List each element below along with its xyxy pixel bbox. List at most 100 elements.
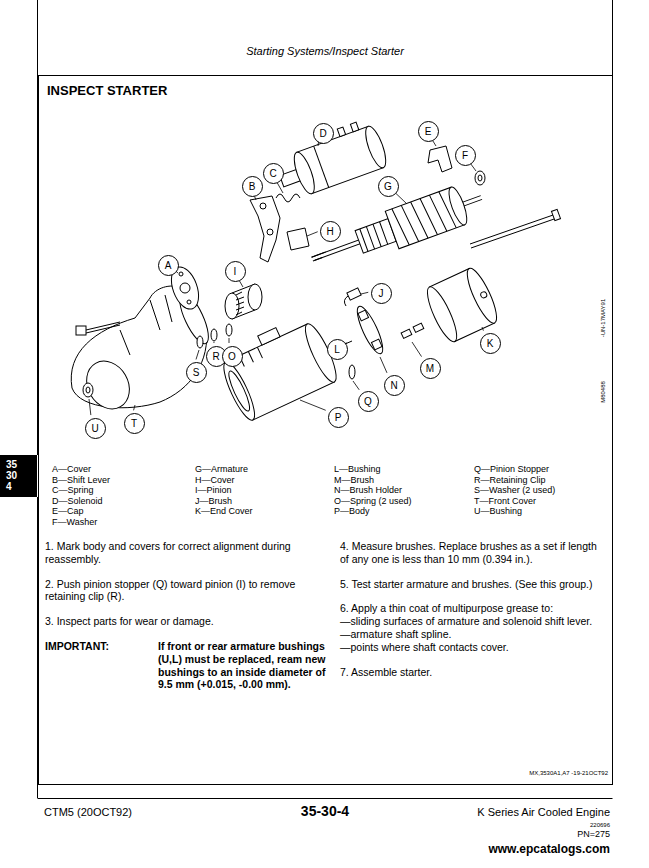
end-cover — [462, 265, 502, 326]
section-tab: 35 30 4 — [0, 455, 37, 497]
lever-cover — [287, 228, 309, 250]
callout-text: M — [421, 359, 440, 378]
pinion-stopper — [349, 365, 355, 379]
brush-holder — [353, 303, 388, 356]
footer-text: 220696 — [510, 822, 610, 829]
brush-holder — [358, 310, 369, 321]
spring — [276, 194, 300, 202]
bushing — [86, 387, 90, 393]
through-bolt — [470, 214, 556, 244]
leader-line — [196, 350, 199, 359]
figure-code: M80488 — [600, 381, 606, 403]
part-legend-item: R—Retaining Clip — [474, 475, 610, 486]
leader-line — [89, 399, 91, 415]
brush — [344, 296, 348, 306]
body — [214, 312, 341, 424]
footer-text: CTM5 (20OCT92) — [44, 806, 244, 819]
part-legend-item: S—Washer (2 used) — [474, 485, 610, 496]
terminal-cap — [428, 146, 452, 172]
part-legend-item: P—Body — [334, 506, 470, 517]
terminal-cap — [428, 146, 452, 172]
armature — [392, 190, 456, 246]
part-legend-item: G—Armature — [195, 464, 331, 475]
shift-lever — [260, 203, 266, 209]
shift-lever — [250, 196, 280, 262]
solenoid — [350, 122, 358, 132]
pinion — [225, 284, 262, 319]
callout-text: C — [264, 164, 283, 183]
leader-line — [380, 357, 387, 373]
callout-text: H — [321, 222, 340, 241]
callout-text: T — [125, 414, 144, 433]
callout-text: A — [159, 256, 178, 275]
callout-letter: G — [378, 176, 399, 197]
washer — [478, 175, 482, 181]
important-note: If front or rear armature bushings (U,L)… — [158, 640, 326, 691]
part-legend-item: O—Spring (2 used) — [334, 496, 470, 507]
end-cover — [480, 291, 488, 299]
part-legend-item: C—Spring — [52, 485, 188, 496]
callout-text: D — [314, 124, 333, 143]
callout-letter: I — [225, 261, 246, 282]
part-legend-item: F—Washer — [52, 517, 188, 528]
instruction-step: 4. Measure brushes. Replace brushes as a… — [340, 540, 608, 566]
instruction-step: 7. Assemble starter. — [340, 666, 608, 679]
bolt — [86, 325, 120, 333]
leader-line — [412, 342, 422, 357]
brush-holder — [371, 339, 382, 350]
page-rule — [38, 0, 613, 799]
callout-text: E — [419, 122, 438, 141]
armature — [305, 179, 488, 278]
washer — [475, 171, 485, 185]
through-bolt — [471, 218, 557, 248]
callout-text: F — [456, 146, 475, 165]
solenoid — [362, 124, 390, 170]
washer — [211, 329, 217, 341]
running-header: Starting Systems/Inspect Starter — [180, 45, 470, 58]
callout-letter: J — [371, 283, 392, 304]
document-code: MX,3530A1,A7 -19-21OCT92 — [460, 770, 608, 777]
shift-lever — [267, 229, 273, 235]
pinion — [248, 284, 262, 310]
part-legend-item: M—Brush — [334, 475, 470, 486]
callout-text: P — [329, 408, 348, 427]
cover-plate — [179, 272, 183, 276]
callout-text: G — [379, 177, 398, 196]
figure-heading: INSPECT STARTER — [47, 83, 604, 98]
leader-line — [134, 405, 135, 410]
front-cover — [78, 353, 138, 416]
instruction-step: —points where shaft contacts cover. — [340, 641, 608, 654]
leader-line — [482, 327, 483, 331]
callout-text: Q — [359, 392, 378, 411]
part-legend-item: N—Brush Holder — [334, 485, 470, 496]
part-legend-item: A—Cover — [52, 464, 188, 475]
callout-letter: B — [242, 176, 263, 197]
instruction-step: 6. Apply a thin coat of multipurpose gre… — [340, 602, 608, 615]
brush — [401, 329, 412, 338]
part-legend-item: Q—Pinion Stopper — [474, 464, 610, 475]
callout-letter: D — [313, 123, 334, 144]
callout-letter: L — [327, 339, 348, 360]
callout-text: S — [187, 363, 206, 382]
leader-line — [300, 400, 326, 410]
bushing — [83, 383, 93, 397]
callout-text: O — [223, 347, 242, 366]
instruction-step: 2. Push pinion stopper (Q) toward pinion… — [45, 578, 325, 604]
through-bolt — [551, 209, 560, 220]
body — [218, 359, 260, 424]
leader-line — [229, 338, 230, 343]
callout-letter: C — [263, 163, 284, 184]
lever-cover — [287, 228, 309, 250]
washer — [226, 324, 232, 336]
part-legend-item: E—Cap — [52, 506, 188, 517]
solenoid — [290, 150, 318, 196]
part-legend-item: U—Bushing — [474, 506, 610, 517]
callout-letter: F — [455, 145, 476, 166]
leader-line — [361, 292, 368, 294]
figure-code: -UN-17MAY91 — [600, 299, 606, 338]
bolt — [76, 326, 86, 335]
callout-letter: E — [418, 121, 439, 142]
callout-letter: T — [124, 413, 145, 434]
armature — [312, 252, 327, 261]
